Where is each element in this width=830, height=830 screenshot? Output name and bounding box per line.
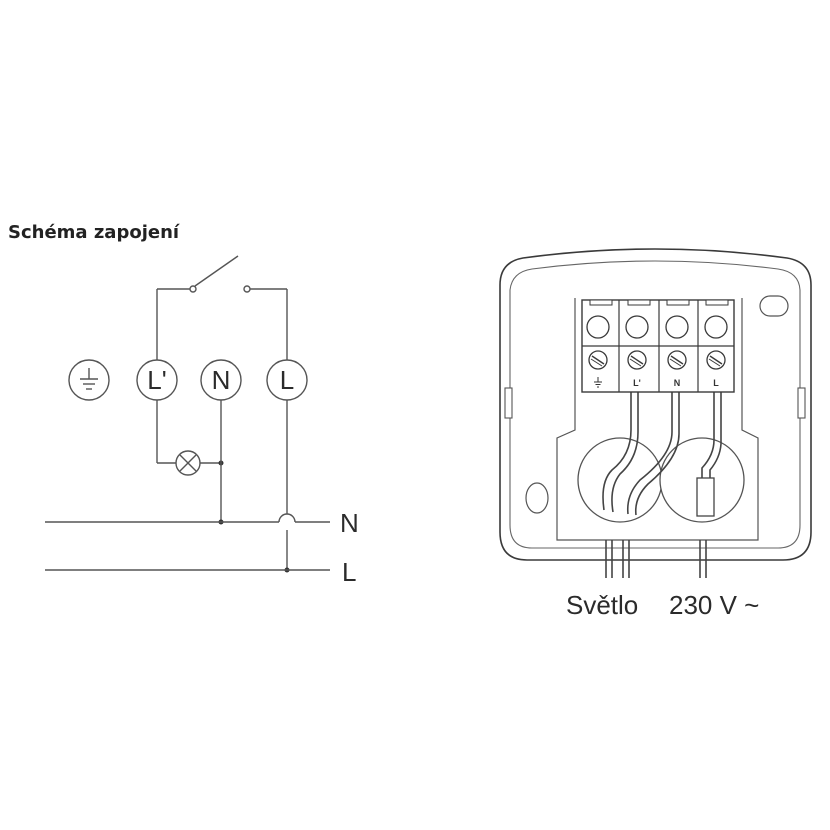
switch-left-contact (189, 285, 197, 293)
device-screw-n: N (667, 350, 687, 388)
device-terminal-block (581, 299, 735, 393)
switch-right-contact (243, 285, 251, 293)
device-label-l: L (713, 378, 719, 388)
L-crossover-hop (278, 513, 296, 523)
device-caption-word: Světlo (566, 590, 638, 620)
schematic-terminal-l-prime: L' (136, 359, 178, 401)
device-label-l-prime: L' (633, 378, 641, 388)
supply-label-l: L (342, 557, 356, 587)
device-caption-value: 230 V ~ (669, 590, 759, 620)
terminal-l-prime-label: L' (147, 365, 166, 395)
schematic-title: Schéma zapojení (8, 222, 180, 243)
device-screw-earth (588, 350, 608, 388)
device-housing (499, 248, 812, 561)
schematic-terminal-n: N (200, 359, 242, 401)
schematic-terminal-l: L (266, 359, 308, 401)
lamp-cross-2 (179, 454, 197, 472)
device-screw-l-prime: L' (627, 350, 647, 388)
terminal-n-label: N (212, 365, 231, 395)
switch-blade (194, 255, 239, 287)
device-internal-wires (602, 392, 722, 578)
device-screw-l: L (706, 350, 726, 388)
earth-icon (80, 368, 98, 390)
schematic-terminal-earth (68, 359, 110, 401)
terminal-l-label: L (280, 365, 294, 395)
device-earth-icon (594, 377, 602, 388)
device-label-n: N (674, 378, 681, 388)
schematic-wiring (45, 255, 330, 573)
supply-label-n: N (340, 508, 359, 538)
